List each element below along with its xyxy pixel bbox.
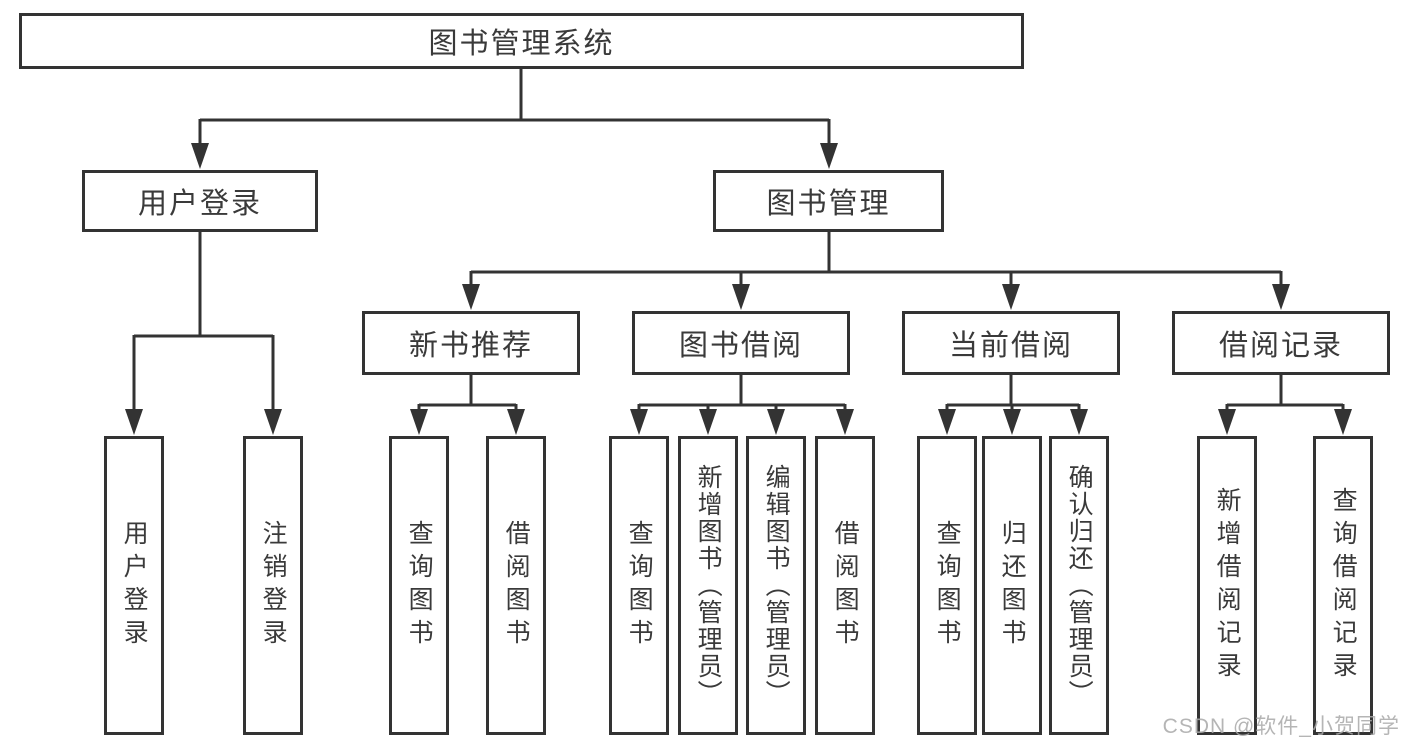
leaf-borrow-edit: 编辑图书（管理员） — [746, 436, 806, 735]
leaf-logout: 注销登录 — [243, 436, 303, 735]
node-book-mgmt: 图书管理 — [713, 170, 944, 232]
leaf-borrow-add: 新增图书（管理员） — [678, 436, 738, 735]
leaf-newbooks-query: 查询图书 — [389, 436, 449, 735]
node-root: 图书管理系统 — [19, 13, 1024, 69]
node-book-borrow: 图书借阅 — [632, 311, 850, 375]
leaf-borrow-query: 查询图书 — [609, 436, 669, 735]
leaf-borrow-borrow: 借阅图书 — [815, 436, 875, 735]
node-user-login: 用户登录 — [82, 170, 318, 232]
leaf-user-login: 用户登录 — [104, 436, 164, 735]
node-borrow-records: 借阅记录 — [1172, 311, 1390, 375]
leaf-current-return: 归还图书 — [982, 436, 1042, 735]
csdn-watermark: CSDN @软件_小贺同学 — [1162, 715, 1400, 738]
leaf-records-add: 新增借阅记录 — [1197, 436, 1257, 735]
leaf-current-confirm: 确认归还（管理员） — [1049, 436, 1109, 735]
leaf-records-query: 查询借阅记录 — [1313, 436, 1373, 735]
leaf-current-query: 查询图书 — [917, 436, 977, 735]
node-new-books: 新书推荐 — [362, 311, 580, 375]
node-current-borrow: 当前借阅 — [902, 311, 1120, 375]
leaf-newbooks-borrow: 借阅图书 — [486, 436, 546, 735]
